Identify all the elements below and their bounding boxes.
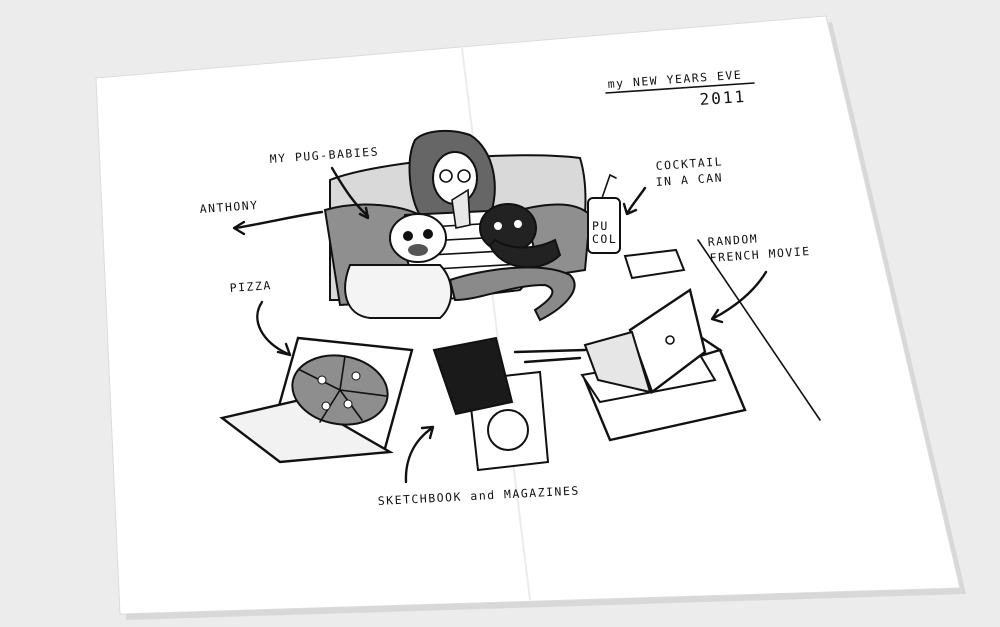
arrow-pizza — [256, 300, 290, 356]
title-underline — [605, 82, 755, 94]
sketchbook-illustration — [432, 336, 587, 472]
arrow-movie — [712, 270, 768, 320]
black-pug-illustration — [479, 203, 562, 269]
cocktail-can-illustration: PU COL — [587, 174, 621, 254]
title-line2: 2011 — [699, 87, 747, 109]
label-movie-line1: RANDOM — [707, 232, 758, 249]
arrowhead-pizza — [276, 342, 292, 357]
small-book-illustration — [623, 248, 686, 280]
arrowhead-sketchbook — [420, 425, 435, 440]
arrow-pug-babies — [330, 166, 370, 218]
svg-text:PU: PU — [592, 219, 609, 233]
arrowhead-anthony — [232, 220, 246, 236]
arrow-anthony — [234, 210, 324, 230]
svg-text:COL: COL — [592, 232, 617, 246]
arrowhead-cocktail — [622, 202, 638, 216]
pizza-box-illustration — [219, 336, 414, 464]
label-cocktail-line1: COCKTAIL — [655, 154, 723, 173]
white-pug-illustration — [344, 213, 453, 319]
arrow-cocktail — [626, 186, 647, 214]
arrowhead-pug-babies — [358, 206, 370, 220]
paper-sheet — [95, 15, 961, 615]
label-anthony: ANTHONY — [199, 198, 259, 216]
arrow-sketchbook — [404, 426, 434, 484]
laptop-illustration — [580, 239, 821, 442]
label-cocktail-line2: IN A CAN — [655, 170, 723, 189]
arrowhead-movie — [710, 308, 724, 324]
label-pizza: PIZZA — [229, 278, 272, 295]
